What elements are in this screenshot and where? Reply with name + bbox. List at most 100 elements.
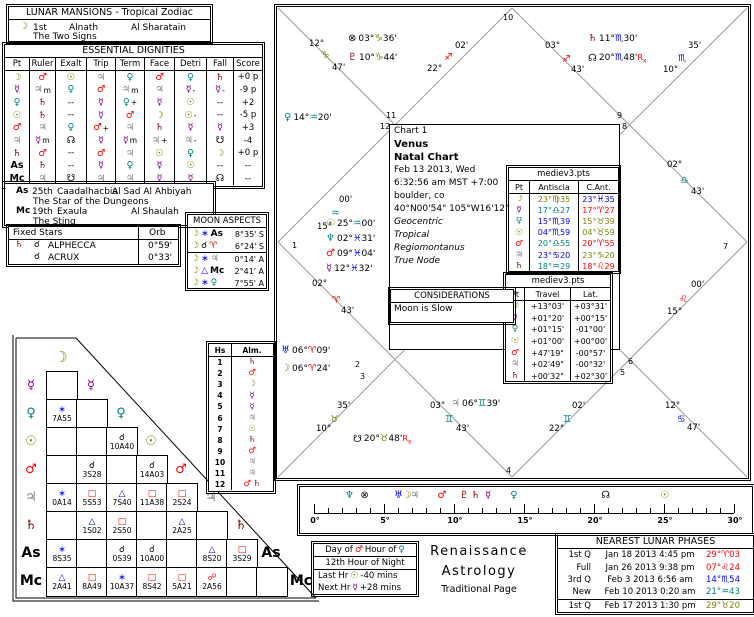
almuten-row: 8♄ bbox=[209, 434, 273, 446]
cusp-12-minutes: 47' bbox=[332, 63, 346, 73]
aspect-cell: □3S29 bbox=[226, 539, 258, 569]
mercury-glyph: ☿ bbox=[156, 96, 163, 108]
dignities-row: ☽♂☉♃♀♂♀♄+0 p bbox=[5, 71, 262, 84]
aspect-orb-code: 11A38 bbox=[139, 497, 165, 507]
sextile-glyph: ∗ bbox=[201, 277, 209, 288]
jupiter-glyph: ♃ bbox=[184, 135, 193, 147]
grid-row-label-saturn: ♄ bbox=[16, 511, 46, 539]
dignities-score-cell: +3 bbox=[233, 121, 262, 135]
dignities-score-cell: -4 bbox=[233, 134, 262, 148]
zodiac-position: 17°♈27 bbox=[582, 206, 614, 216]
aspect-cell: △7S40 bbox=[106, 483, 138, 513]
minute-value: 59 bbox=[604, 228, 615, 238]
zodiac-position: 29°♉20 bbox=[706, 601, 740, 611]
travel-row: ♃+02'49"-00°32' bbox=[506, 358, 610, 371]
cusp-8-minutes: 43' bbox=[691, 187, 705, 197]
aspect-cell: □11A38 bbox=[136, 483, 168, 513]
dignities-cell: ☿m bbox=[29, 134, 55, 148]
almuten-house: 4 bbox=[217, 391, 223, 401]
almuten-planets: ☽ bbox=[231, 379, 272, 391]
chart-planet-south-node: ☋20°♉48'Rx bbox=[353, 434, 411, 446]
aspect-cell bbox=[256, 567, 288, 597]
aspect-orb-code: 8A49 bbox=[82, 581, 102, 591]
grid-row-label-jupiter: ♃ bbox=[16, 483, 46, 511]
saturn-glyph: ♄ bbox=[15, 240, 24, 250]
minute-value: 20 bbox=[604, 250, 615, 260]
degree-value: 12° bbox=[334, 264, 351, 274]
house-number-3: 3 bbox=[360, 372, 366, 381]
dignities-score-cell: +0 p bbox=[233, 71, 262, 84]
midheaven-glyph: Mc bbox=[16, 206, 31, 216]
cusp-9-degrees: 10° bbox=[663, 65, 679, 75]
degree-value: 11° bbox=[598, 34, 615, 44]
cusp-2-minutes: 43' bbox=[341, 306, 355, 316]
sextile-glyph: ∗ bbox=[58, 404, 66, 415]
fixed-stars-title: Fixed Stars bbox=[13, 228, 63, 238]
scale-tick bbox=[566, 508, 567, 513]
zodiac-position: 12°♓32' bbox=[334, 264, 372, 274]
minute-value: 39 bbox=[604, 216, 615, 226]
degree-value: 18° bbox=[582, 261, 597, 271]
fixed-stars-orb-label: Orb bbox=[149, 228, 166, 238]
chart-centricity: Geocentric bbox=[394, 217, 443, 227]
venus-glyph: ♀ bbox=[187, 147, 194, 159]
scale-tick bbox=[328, 508, 329, 513]
chart-planet-part-of-fortune: ⊗03°♑36' bbox=[348, 34, 397, 45]
zodiac-position: 10°♑44' bbox=[359, 53, 397, 63]
minute-value: 43 bbox=[729, 587, 740, 598]
aspect-orb-code: 5S53 bbox=[82, 497, 102, 507]
phase-position: 29°♉20 bbox=[706, 601, 750, 611]
mars-glyph: ♂ bbox=[96, 84, 106, 96]
degree-value: 04° bbox=[537, 228, 552, 238]
cusp-7-minutes: 00' bbox=[691, 280, 705, 290]
minute-value: 00' bbox=[361, 219, 376, 229]
scale-tick bbox=[384, 504, 385, 513]
lunar-mansions-title: LUNAR MANSIONS - Tropical Zodiac bbox=[9, 7, 210, 20]
retrograde-sub: x bbox=[407, 438, 412, 446]
sun-glyph: ☉ bbox=[155, 147, 164, 159]
almuten-planets: ♄ bbox=[231, 357, 272, 369]
aspect-cell bbox=[46, 511, 78, 541]
almuten-house: 8 bbox=[217, 435, 223, 445]
mars-glyph: ♂ bbox=[510, 348, 520, 358]
degree-value: 15° bbox=[537, 216, 552, 226]
scale-saturn: ♄ bbox=[471, 490, 480, 501]
almutens-header-cell: Hs bbox=[214, 345, 226, 355]
cusp-5-sign: ♊ bbox=[563, 414, 572, 425]
almuten-house: 2 bbox=[217, 369, 223, 379]
scale-tick bbox=[720, 508, 721, 513]
scale-tick bbox=[510, 508, 511, 513]
scale-uranus: ♅ bbox=[394, 490, 403, 501]
contra-antiscia-value: 18°♌29 bbox=[578, 261, 618, 273]
jupiter-glyph: ♃ bbox=[125, 147, 135, 159]
taurus-glyph: ♉ bbox=[596, 216, 605, 227]
libra-glyph: ♎ bbox=[551, 205, 561, 216]
dignities-cell: ♂ bbox=[29, 147, 55, 160]
degree-value: 23° bbox=[537, 250, 552, 260]
ascendant-glyph: As bbox=[16, 186, 29, 196]
aspect-cell bbox=[136, 511, 168, 541]
chart-planet-moon: ☽06°♈24' bbox=[281, 364, 330, 375]
scale-tick bbox=[468, 508, 469, 513]
zodiac-position: 04°♏59 bbox=[538, 228, 570, 238]
midheaven-glyph: Mc bbox=[19, 573, 43, 589]
dignity-marker: + bbox=[161, 136, 168, 146]
phase-position: 07°♌24 bbox=[706, 563, 750, 573]
dignities-cell: ♃ bbox=[29, 121, 55, 135]
mansion-arabic: Al Shaulah bbox=[131, 207, 179, 217]
mars-glyph: ♂ bbox=[514, 239, 524, 249]
saturn-glyph: ♄ bbox=[38, 109, 47, 121]
mercury-glyph: ☿ bbox=[185, 84, 192, 96]
degree-value: 21° bbox=[706, 587, 722, 598]
phase-name: 1st Q bbox=[568, 600, 591, 611]
venus-glyph: ♀ bbox=[515, 217, 523, 227]
degree-value: 23° bbox=[582, 250, 597, 260]
dignities-cell: ☉ bbox=[55, 71, 86, 84]
